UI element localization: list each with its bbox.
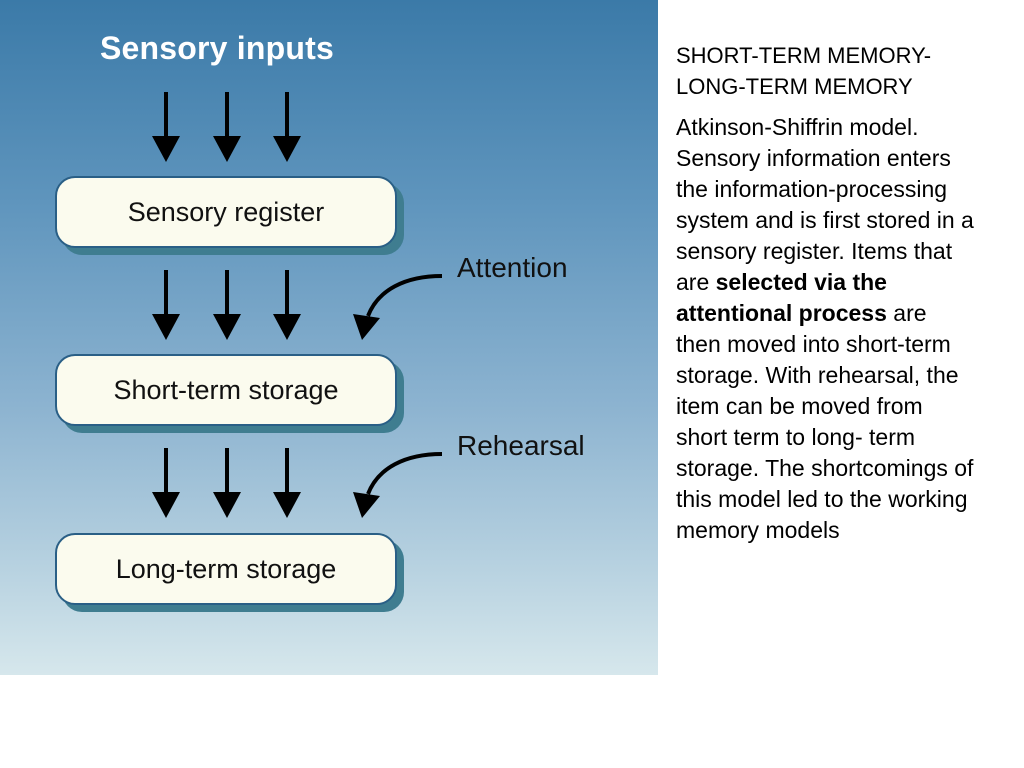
register-to-short-term-arrows [152,270,301,340]
short-term-storage-box: Short-term storage [55,354,397,426]
long-term-storage-box: Long-term storage [55,533,397,605]
body-rest: are then moved into short-term storage. … [676,300,974,543]
attention-curved-arrow-icon [353,274,443,340]
diagram-arrows [152,92,443,518]
description-body: Atkinson-Shiffrin model. Sensory informa… [676,112,976,546]
slide-heading: SHORT-TERM MEMORY- LONG-TERM MEMORY [676,40,976,102]
down-arrow-icon [152,92,180,162]
heading-line-1: SHORT-TERM MEMORY- [676,43,932,68]
short-to-long-term-arrows [152,448,301,518]
diagram-title: Sensory inputs [100,30,334,66]
rehearsal-curved-arrow-icon [353,452,443,518]
down-arrow-icon [273,270,301,340]
down-arrow-icon [273,448,301,518]
down-arrow-icon [273,92,301,162]
sensory-register-box: Sensory register [55,176,397,248]
body-intro: Atkinson-Shiffrin model. Sensory informa… [676,114,974,295]
memory-model-diagram: Sensory inputs [0,0,658,675]
attention-label: Attention [457,252,568,283]
down-arrow-icon [213,92,241,162]
rehearsal-label: Rehearsal [457,430,585,461]
down-arrow-icon [213,448,241,518]
down-arrow-icon [152,448,180,518]
body-emphasis: selected via the attentional process [676,269,887,326]
down-arrow-icon [152,270,180,340]
description-panel: SHORT-TERM MEMORY- LONG-TERM MEMORY Atki… [676,40,976,546]
heading-line-2: LONG-TERM MEMORY [676,74,913,99]
down-arrow-icon [213,270,241,340]
input-arrows [152,92,301,162]
